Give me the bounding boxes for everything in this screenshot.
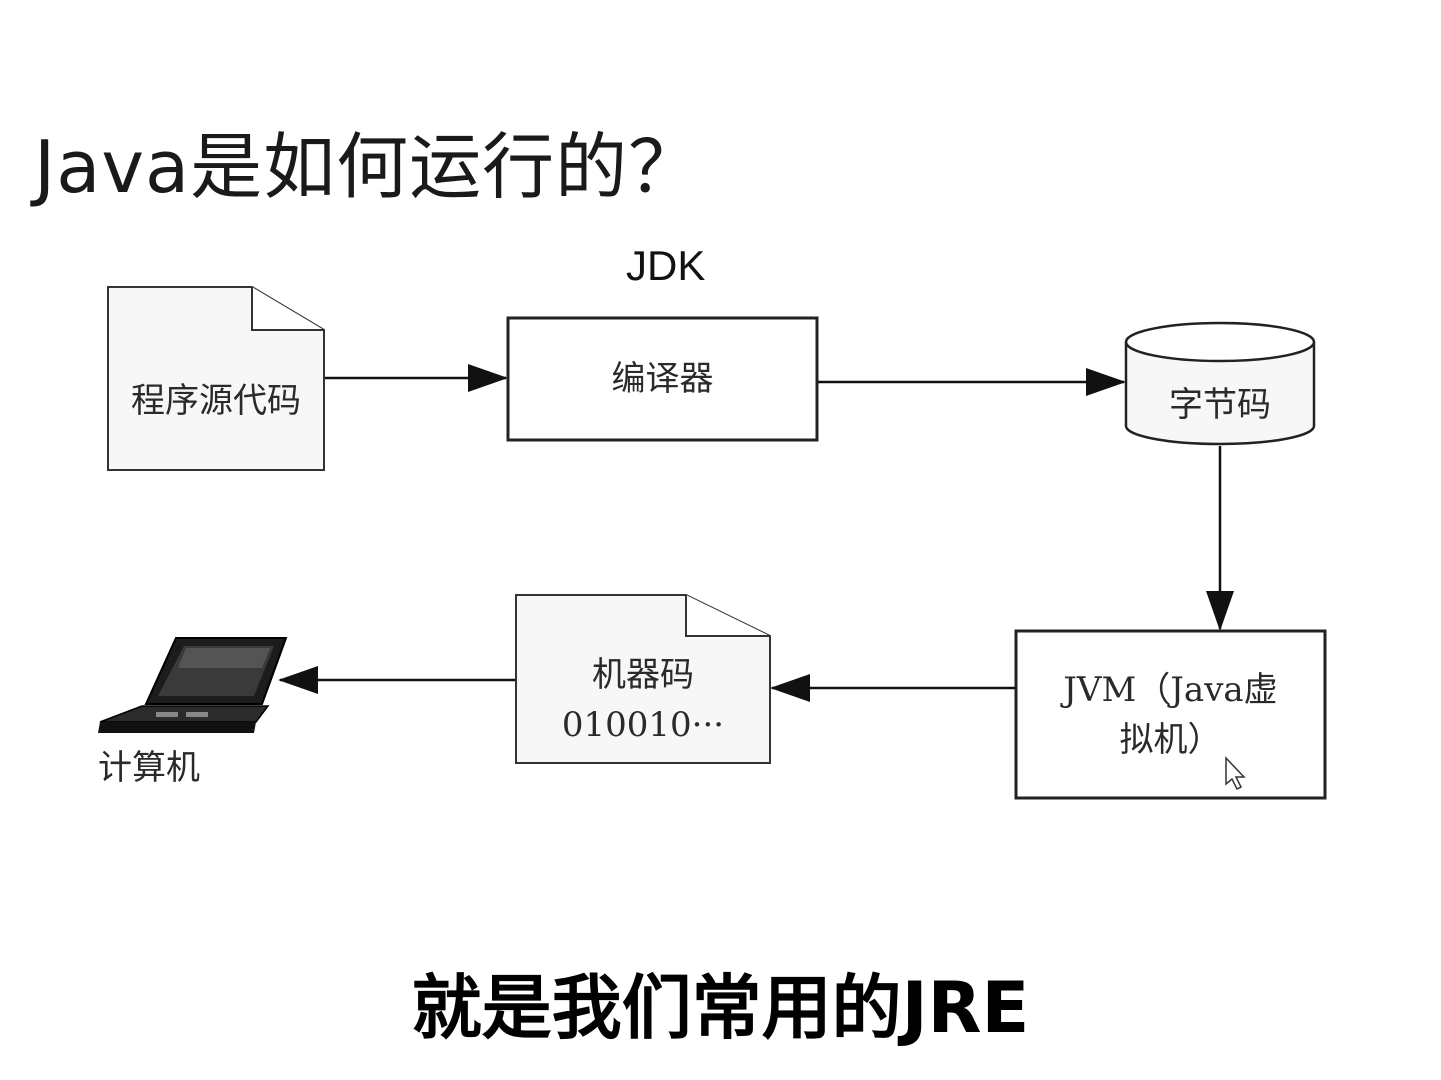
- mouse-cursor-icon: [1225, 756, 1246, 791]
- computer-label: 计算机: [98, 748, 200, 788]
- video-subtitle: 就是我们常用的JRE: [411, 967, 1030, 1049]
- laptop-icon: [98, 637, 288, 733]
- compiler-box: [506, 316, 819, 442]
- jvm-label-line1: JVM（Java虚: [1063, 670, 1278, 710]
- slide-title: Java是如何运行的？: [34, 125, 702, 209]
- bytecode-cylinder: [1124, 321, 1316, 446]
- jdk-label: JDK: [626, 242, 706, 289]
- compiler-label: 编译器: [611, 359, 714, 399]
- source-code-label: 程序源代码: [131, 381, 301, 421]
- jvm-label-line2: 拟机）: [1119, 720, 1222, 760]
- machine-code-binary: 010010···: [561, 705, 725, 745]
- jvm-box: [1014, 629, 1327, 800]
- machine-code-label: 机器码: [592, 655, 694, 695]
- source-code-document: [107, 286, 325, 471]
- machine-code-document: [515, 594, 771, 764]
- bytecode-label: 字节码: [1169, 385, 1271, 425]
